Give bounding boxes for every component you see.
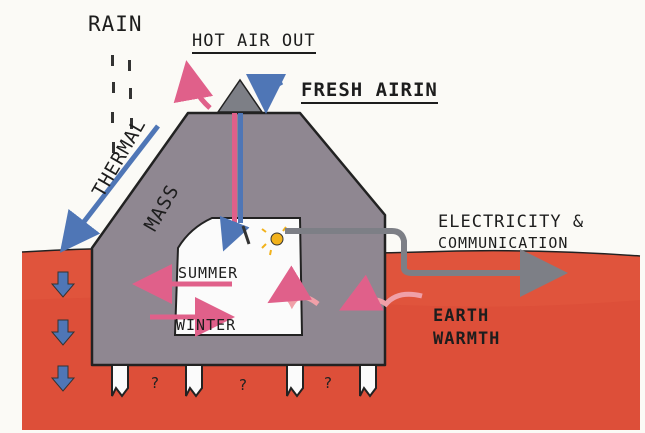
winter-label: WINTER [176,316,236,334]
unknown-mark-1: ? [151,374,159,392]
summer-label: SUMMER [178,264,238,282]
vent-cap [218,80,262,112]
vent-duct-fresh [238,113,243,223]
fresh-air-in-arrow [266,82,282,104]
earth-label: EARTH [433,306,489,326]
unknown-mark-3: ? [324,374,332,392]
communication-label: COMMUNICATION [438,234,568,252]
fresh-air-in-label: FRESH AIRIN [301,79,438,104]
electricity-label: ELECTRICITY & [438,212,584,232]
rain-label: RAIN [88,12,143,36]
hot-air-out-label: HOT AIR OUT [192,31,316,54]
hot-air-out-arrow [188,70,210,108]
warmth-label: WARMTH [433,329,500,349]
vent-duct-hot [232,113,237,223]
unknown-mark-2: ? [239,376,247,394]
